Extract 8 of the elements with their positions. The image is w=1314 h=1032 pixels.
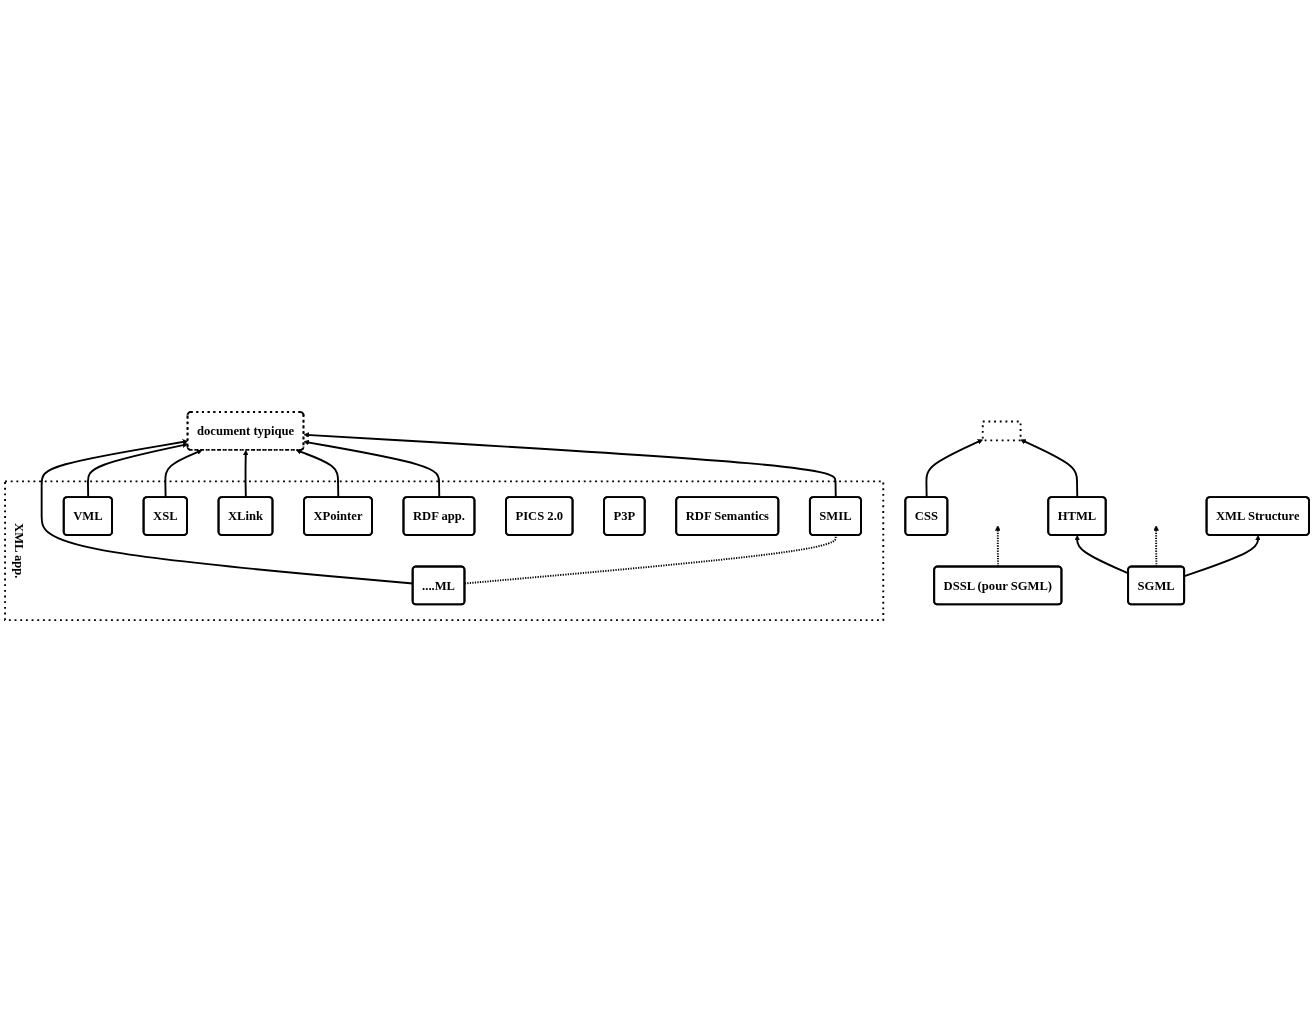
arrow xyxy=(303,439,441,499)
arrow xyxy=(164,449,203,499)
arrow xyxy=(296,449,340,499)
arrow xyxy=(242,449,249,499)
arrow xyxy=(925,439,983,499)
arrow xyxy=(1020,439,1079,499)
arrow xyxy=(303,432,837,499)
node-box xyxy=(981,420,1022,442)
